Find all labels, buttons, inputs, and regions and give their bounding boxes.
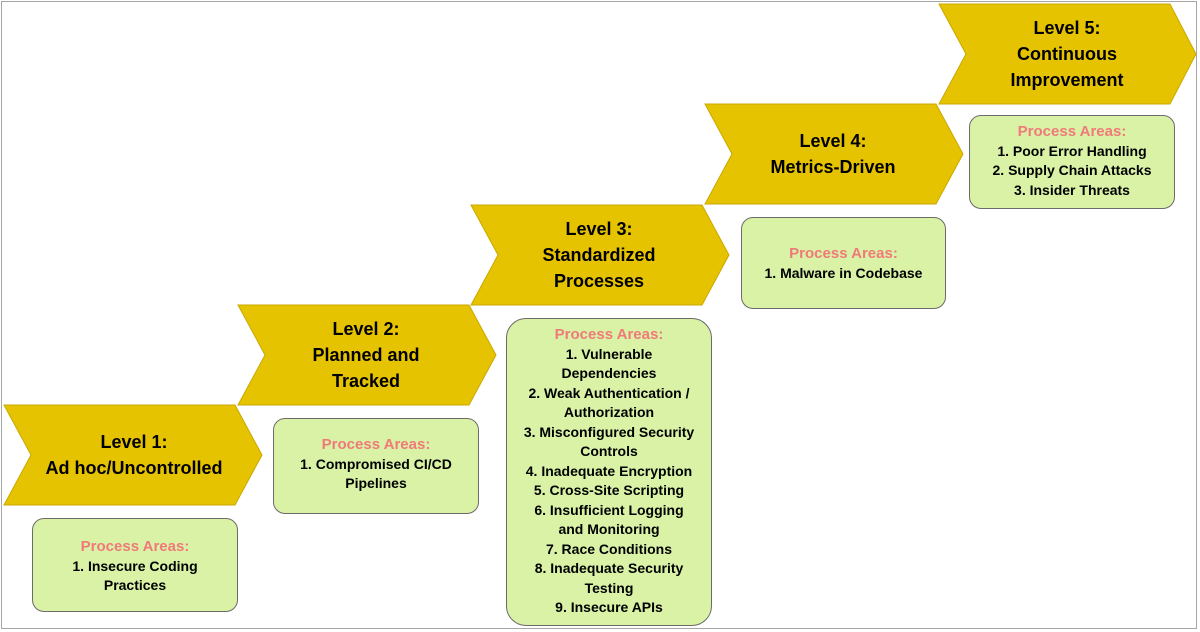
process-item: 1. Compromised CI/CD [300,455,452,472]
level-1-label: Level 1: Ad hoc/Uncontrolled [20,405,248,505]
level-5-label: Level 5: Continuous Improvement [953,4,1181,104]
process-item: 1. Poor Error Handling [997,142,1147,159]
level-3-process-box: Process Areas: 1. Vulnerable Dependencie… [506,318,712,626]
level-1-process-box: Process Areas: 1. Insecure Coding Practi… [32,518,238,612]
level-4-label: Level 4: Metrics-Driven [719,114,947,194]
process-item: 2. Supply Chain Attacks [992,162,1152,178]
level-3-name-line1: Standardized [542,245,656,265]
level-3-title: Level 3: [565,219,633,239]
level-2-chevron [237,304,497,406]
process-item: Dependencies [561,365,657,381]
process-item: 4. Inadequate Encryption [525,462,693,479]
process-item: 3. Misconfigured Security [523,423,695,440]
process-areas-heading: Process Areas: [789,245,898,262]
process-item: Authorization [563,404,655,420]
process-item: Pipelines [345,475,407,491]
process-item: 1. Insecure Coding [72,557,198,574]
level-5-chevron [938,3,1197,105]
level-5-title: Level 5: [1033,18,1101,38]
level-5-name-line1: Continuous [1017,44,1117,64]
process-item: Testing [584,579,634,596]
process-item: Controls [580,443,638,459]
level-3-chevron [470,204,730,306]
process-item: 1. Malware in Codebase [764,264,923,281]
process-item: 7. Race Conditions [545,540,673,557]
level-4-chevron [704,103,964,205]
process-item: 8. Inadequate Security [534,560,684,576]
process-areas-heading: Process Areas: [80,538,190,555]
process-item: and Monitoring [558,521,660,537]
level-5-name-line2: Improvement [1010,70,1124,90]
level-1-chevron [3,404,263,506]
process-areas-heading: Process Areas: [554,326,664,343]
level-4-name: Metrics-Driven [770,157,896,177]
level-2-name-line1: Planned and [312,345,420,365]
process-areas-heading: Process Areas: [1017,123,1127,140]
level-2-process-box: Process Areas: 1. Compromised CI/CD Pipe… [273,418,479,514]
level-3-name-line2: Processes [553,271,645,291]
process-item: Practices [103,577,167,593]
level-4-title: Level 4: [799,131,867,151]
level-1-name: Ad hoc/Uncontrolled [45,458,223,478]
level-1-title: Level 1: [100,432,168,452]
process-item: 3. Insider Threats [1014,181,1130,198]
process-item: 5. Cross-Site Scripting [533,482,685,498]
level-3-label: Level 3: Standardized Processes [485,205,713,305]
process-item: 6. Insufficient Logging [534,501,684,518]
level-2-name-line2: Tracked [331,371,401,391]
process-item: 9. Insecure APIs [555,599,663,615]
level-2-label: Level 2: Planned and Tracked [252,305,480,405]
level-4-process-box: Process Areas: 1. Malware in Codebase [741,217,946,309]
level-2-title: Level 2: [332,319,400,339]
process-item: 2. Weak Authentication / [528,384,690,401]
process-item: 1. Vulnerable [565,345,653,362]
level-5-process-box: Process Areas: 1. Poor Error Handling 2.… [969,115,1175,209]
process-areas-heading: Process Areas: [321,436,431,453]
